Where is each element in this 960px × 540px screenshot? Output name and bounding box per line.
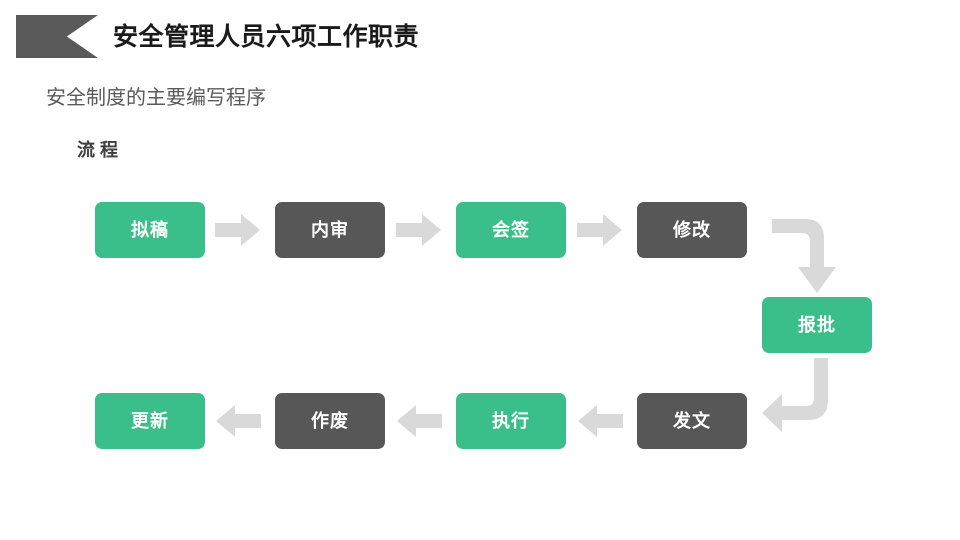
flow-node-zuofei[interactable]: 作废: [275, 393, 385, 449]
flow-node-fawen[interactable]: 发文: [637, 393, 747, 449]
flow-node-neishen[interactable]: 内审: [275, 202, 385, 258]
subtitle-text: 安全制度的主要编写程序: [46, 87, 266, 109]
section-label: 流 程: [77, 140, 119, 160]
flow-node-label: 发文: [673, 411, 711, 431]
arrow-elbow-down-icon: [772, 215, 844, 297]
slide-header: 安全管理人员六项工作职责: [0, 0, 960, 72]
arrow-right-icon: [215, 213, 261, 247]
flow-node-label: 修改: [673, 220, 711, 240]
flow-node-label: 会签: [492, 220, 530, 240]
flow-node-label: 拟稿: [131, 220, 169, 240]
arrow-right-icon: [577, 213, 623, 247]
page-title: 安全管理人员六项工作职责: [113, 23, 420, 51]
flow-node-xiugai[interactable]: 修改: [637, 202, 747, 258]
arrow-elbow-left-icon: [762, 358, 844, 434]
flow-node-huiqian[interactable]: 会签: [456, 202, 566, 258]
flow-node-label: 内审: [311, 220, 349, 240]
flow-node-baopi[interactable]: 报批: [762, 297, 872, 353]
flow-node-label: 报批: [798, 315, 836, 335]
flow-node-label: 作废: [311, 411, 349, 431]
flow-node-nigao[interactable]: 拟稿: [95, 202, 205, 258]
arrow-left-icon: [577, 404, 623, 438]
arrow-right-icon: [396, 213, 442, 247]
arrow-left-icon: [396, 404, 442, 438]
flow-node-label: 执行: [492, 411, 530, 431]
flow-node-label: 更新: [131, 411, 169, 431]
flow-node-zhixing[interactable]: 执行: [456, 393, 566, 449]
arrow-left-icon: [215, 404, 261, 438]
flow-node-gengxin[interactable]: 更新: [95, 393, 205, 449]
